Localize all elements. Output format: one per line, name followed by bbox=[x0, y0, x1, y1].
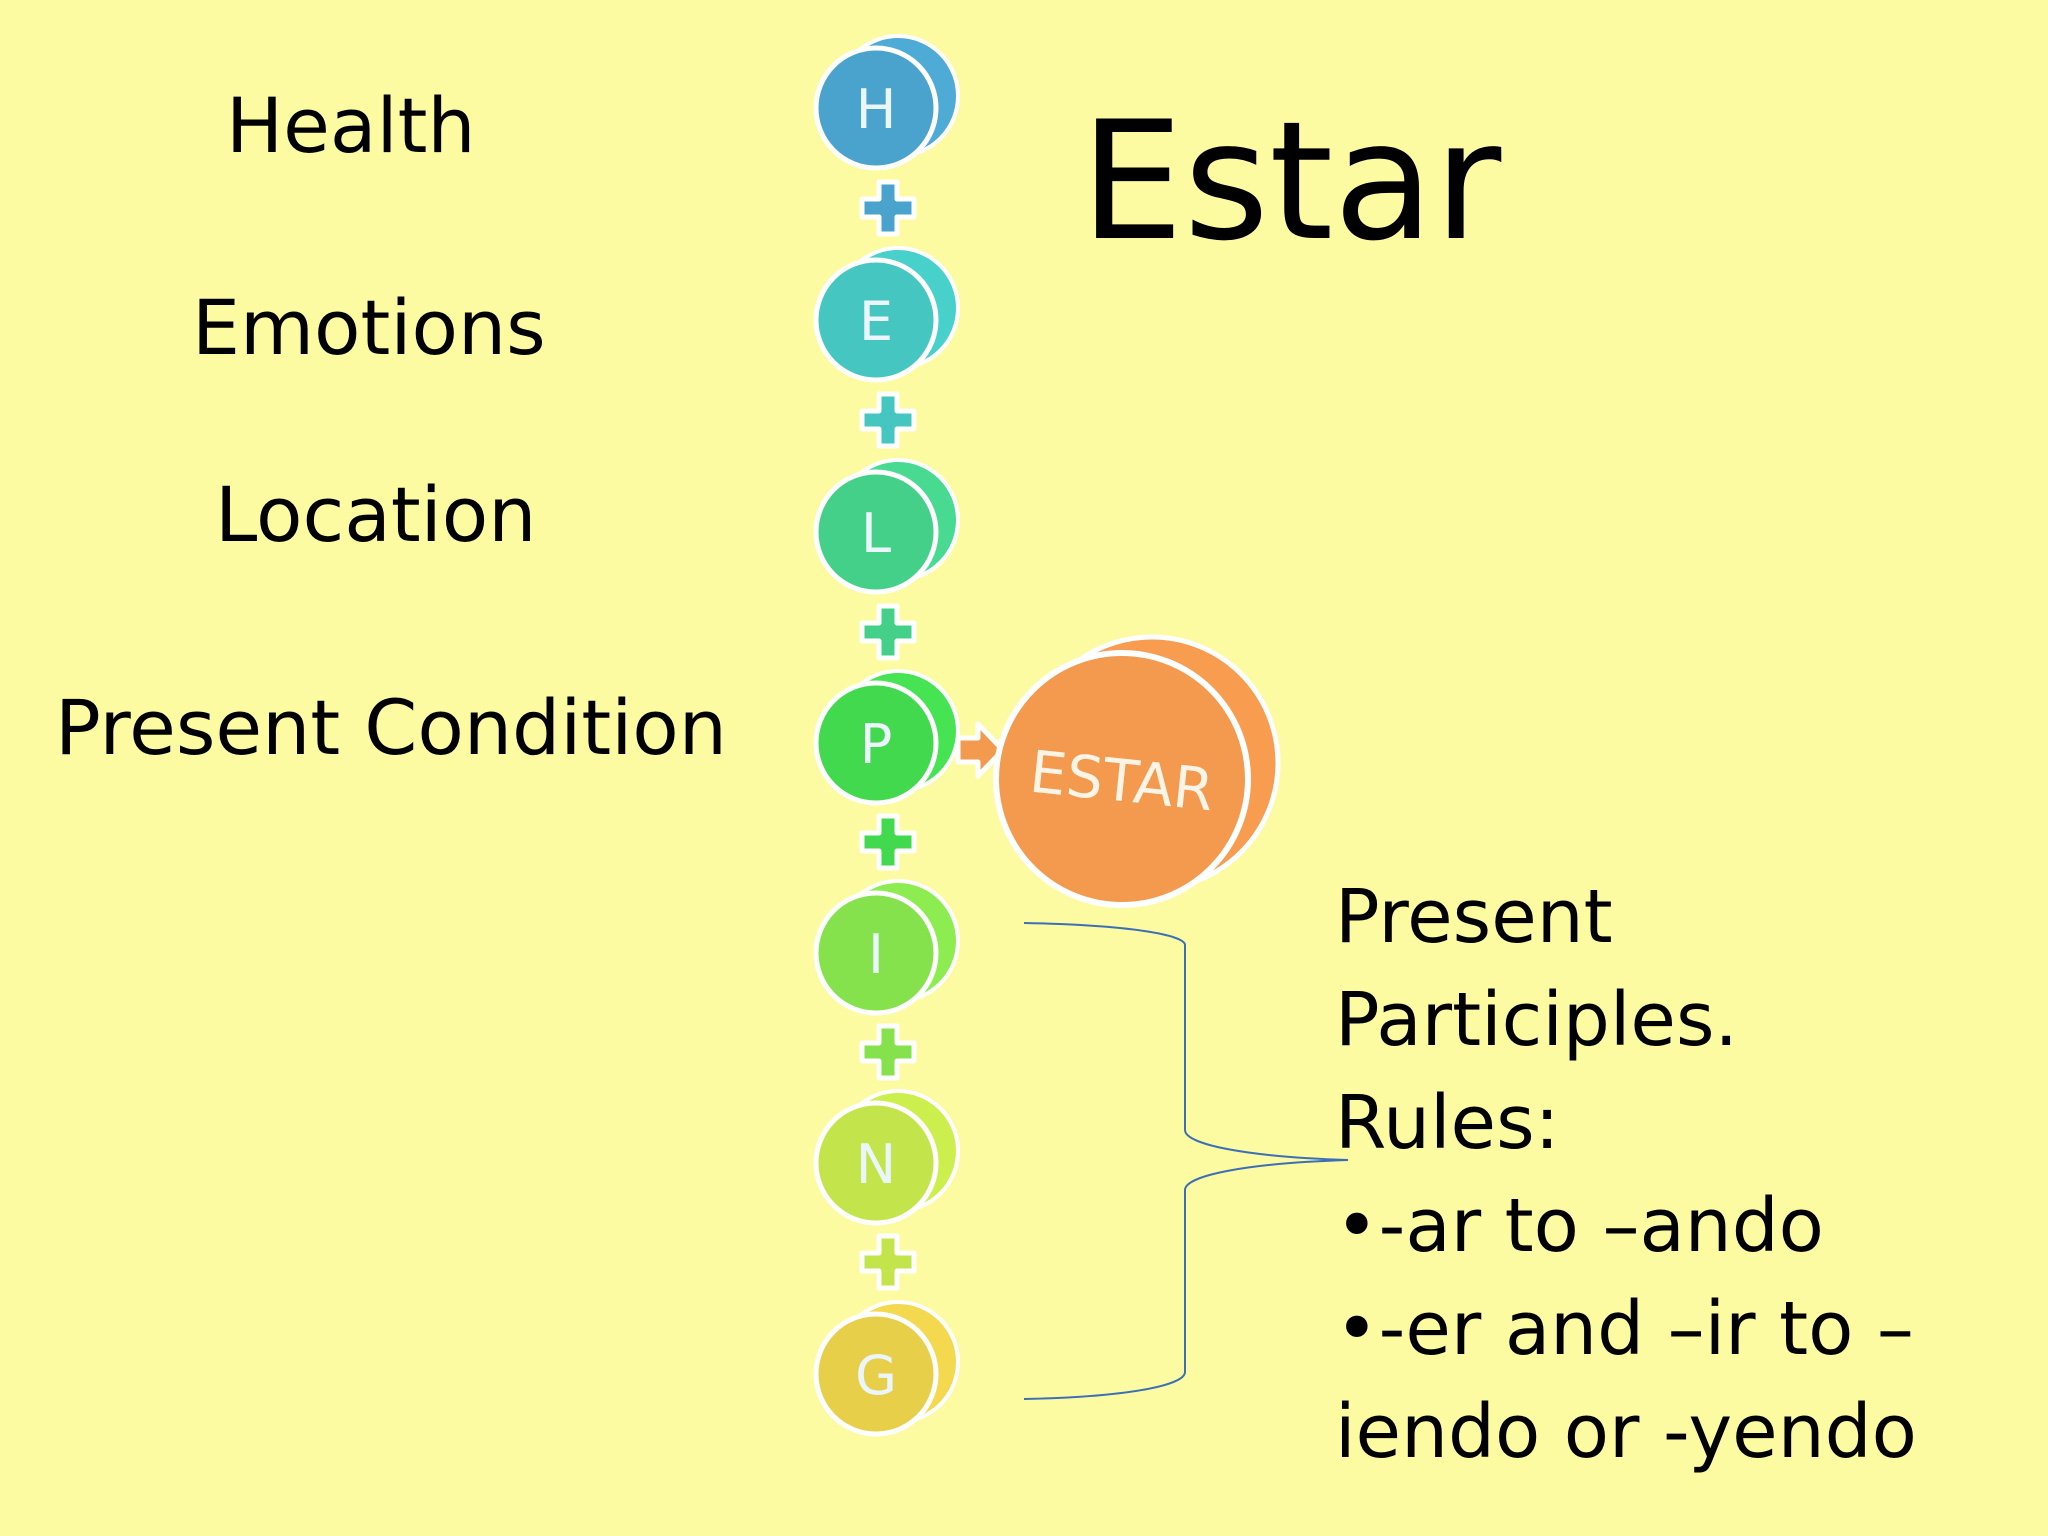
disc-front bbox=[813, 257, 939, 383]
notes-line: •-ar to –ando bbox=[1335, 1183, 1824, 1269]
disc-l: L bbox=[813, 458, 960, 595]
disc-letter: L bbox=[861, 502, 891, 565]
participle-notes: Present Participles. Rules: •-ar to –and… bbox=[1335, 866, 1917, 1484]
disc-n: N bbox=[813, 1089, 960, 1226]
curly-bracket bbox=[1023, 922, 1349, 1400]
arrow-right-icon bbox=[955, 721, 1006, 779]
notes-line: Participles. bbox=[1335, 977, 1739, 1063]
notes-line: Rules: bbox=[1335, 1080, 1560, 1166]
disc-front bbox=[813, 680, 939, 806]
notes-line: •-er and –ir to – bbox=[1335, 1286, 1914, 1372]
disc-front bbox=[813, 1311, 939, 1437]
label-location: Location bbox=[215, 470, 537, 559]
label-emotions: Emotions bbox=[192, 283, 546, 372]
slide-title: Estar bbox=[1080, 86, 1502, 277]
connector-h-e bbox=[859, 179, 917, 237]
disc-estar: ESTAR bbox=[993, 634, 1281, 908]
disc-e: E bbox=[813, 246, 960, 383]
plus-icon bbox=[859, 603, 917, 661]
disc-h: H bbox=[813, 34, 960, 171]
connector-p-i bbox=[859, 813, 917, 871]
plus-icon bbox=[859, 1233, 917, 1291]
label-health: Health bbox=[226, 81, 476, 170]
disc-front bbox=[993, 650, 1251, 908]
disc-i: I bbox=[813, 879, 960, 1016]
disc-front bbox=[813, 890, 939, 1016]
plus-icon bbox=[859, 813, 917, 871]
disc-front bbox=[813, 45, 939, 171]
plus-icon bbox=[859, 1023, 917, 1081]
plus-icon bbox=[859, 179, 917, 237]
disc-g: G bbox=[813, 1300, 960, 1437]
notes-line: iendo or -yendo bbox=[1335, 1389, 1917, 1475]
disc-letter: G bbox=[855, 1344, 897, 1407]
plus-icon bbox=[859, 391, 917, 449]
disc-letter: H bbox=[856, 78, 897, 141]
connector-n-g bbox=[859, 1233, 917, 1291]
label-present-condition: Present Condition bbox=[55, 683, 727, 772]
connector-e-l bbox=[859, 391, 917, 449]
disc-letter: E bbox=[859, 290, 893, 353]
disc-letter: N bbox=[856, 1133, 896, 1196]
disc-front bbox=[813, 469, 939, 595]
disc-letter: P bbox=[860, 713, 893, 776]
disc-p: P bbox=[813, 669, 960, 806]
connector-l-p bbox=[859, 603, 917, 661]
notes-line: Present bbox=[1335, 874, 1613, 960]
disc-front bbox=[813, 1100, 939, 1226]
connector-i-n bbox=[859, 1023, 917, 1081]
disc-letter: I bbox=[868, 923, 884, 986]
